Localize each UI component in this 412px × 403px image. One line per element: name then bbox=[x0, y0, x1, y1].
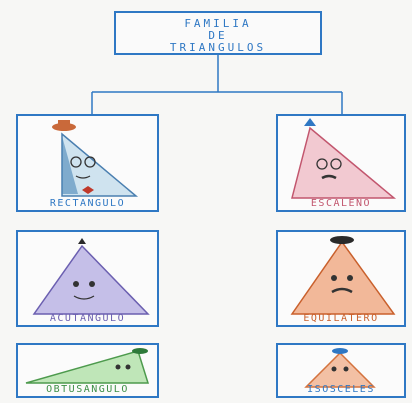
hat-icon bbox=[330, 236, 354, 244]
card-acutangulo: ACUTANGULO bbox=[16, 230, 159, 327]
root-title-line-2: DE bbox=[208, 29, 228, 42]
isosceles-triangle-drawing bbox=[304, 348, 376, 388]
card-obtusangulo: OBTUSANGULO bbox=[16, 343, 159, 398]
card-escaleno: ESCALENO bbox=[276, 114, 406, 212]
label-rectangulo: RECTANGULO bbox=[49, 198, 126, 209]
mustache-icon bbox=[321, 174, 337, 180]
card-equilatero: EQUILATERO bbox=[276, 230, 406, 327]
hat-icon bbox=[332, 348, 348, 354]
root-title-line-3: TRIANGULOS bbox=[169, 41, 267, 54]
bowtie-icon bbox=[82, 186, 94, 194]
scalene-triangle-drawing bbox=[291, 118, 397, 199]
root-title-box: FAMILIA DE TRIANGULOS bbox=[114, 11, 322, 55]
card-rectangulo: RECTANGULO bbox=[16, 114, 159, 212]
hat-icon bbox=[304, 118, 316, 126]
mustache-icon bbox=[331, 287, 353, 294]
obtuse-triangle-drawing bbox=[25, 348, 150, 384]
equilateral-triangle-drawing bbox=[290, 236, 396, 315]
label-equilatero: EQUILATERO bbox=[303, 313, 379, 324]
label-acutangulo: ACUTANGULO bbox=[49, 313, 126, 324]
hat-icon bbox=[132, 348, 148, 354]
right-triangle-drawing bbox=[52, 120, 139, 197]
label-escaleno: ESCALENO bbox=[310, 198, 372, 209]
label-isosceles: ISOSCELES bbox=[307, 384, 375, 395]
card-isosceles: ISOSCELES bbox=[276, 343, 406, 398]
root-title-line-1: FAMILIA bbox=[184, 17, 252, 30]
hair-icon bbox=[78, 238, 86, 244]
label-obtusangulo: OBTUSANGULO bbox=[46, 384, 129, 395]
acute-triangle-drawing bbox=[32, 238, 150, 315]
